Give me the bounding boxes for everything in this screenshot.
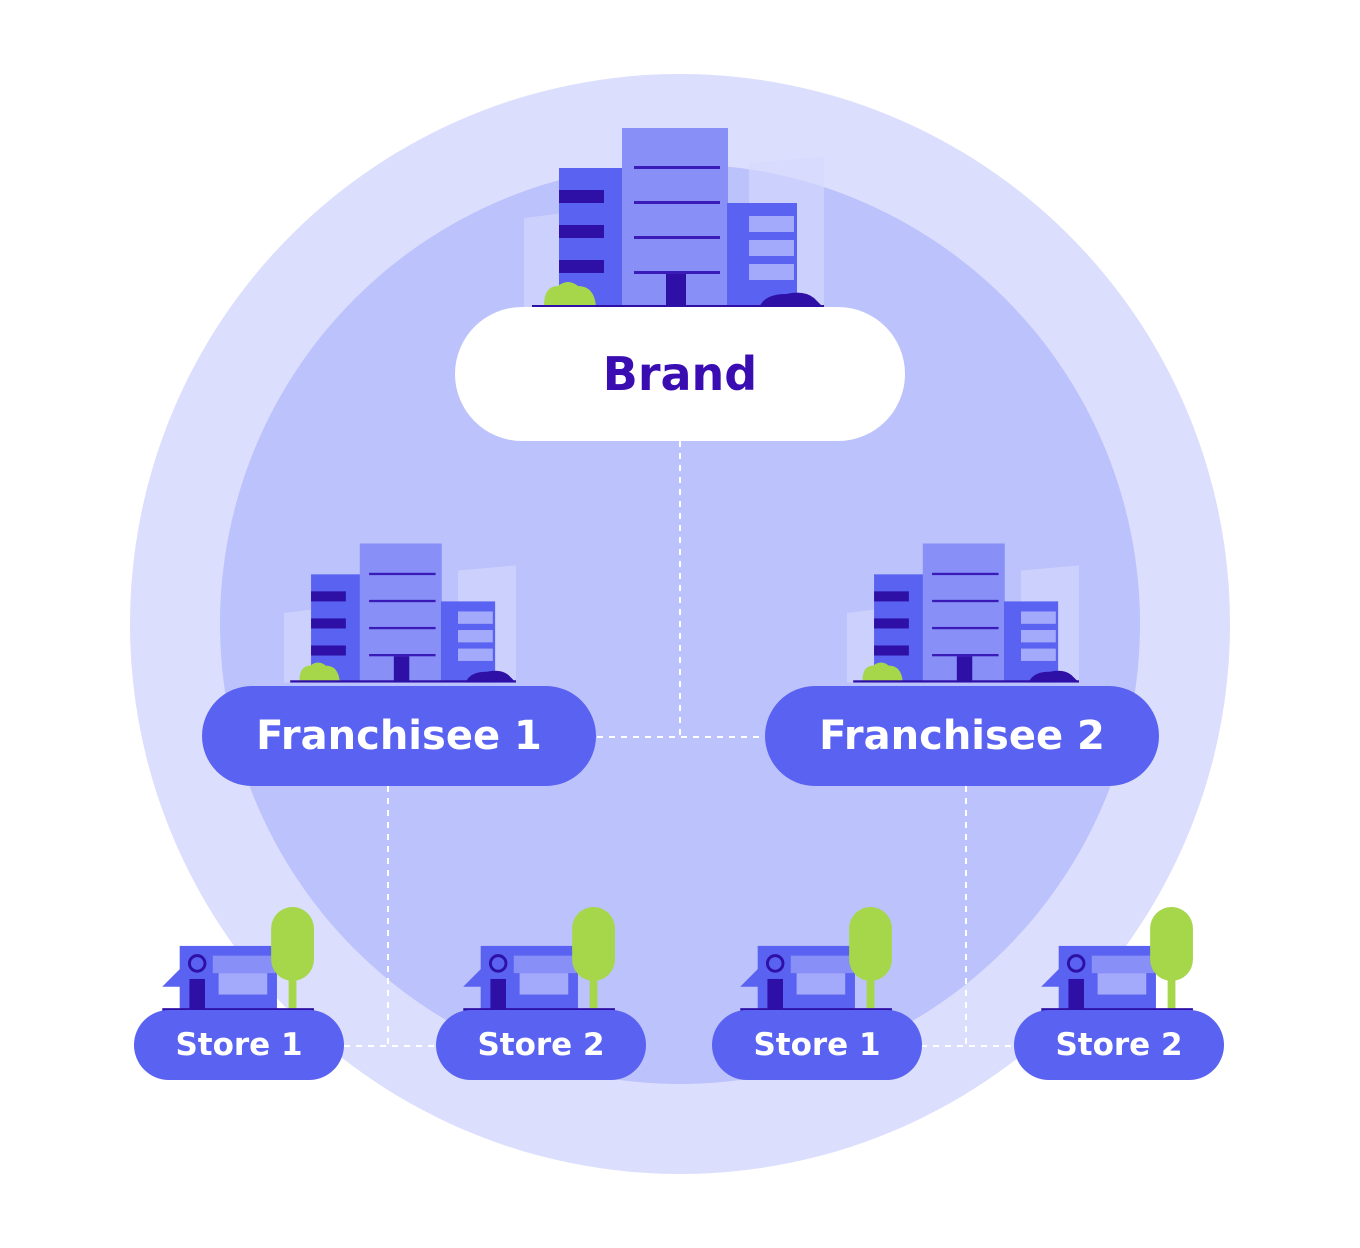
storefront-icon	[740, 907, 896, 1014]
franchisee-1-node: Franchisee 1	[202, 686, 596, 786]
store-node-franchisee-1-store-2: Store 2	[436, 1010, 646, 1080]
office-building-icon	[847, 543, 1079, 683]
storefront-icon	[162, 907, 318, 1014]
office-building-icon	[524, 128, 824, 308]
store-node-franchisee-1-store-1: Store 1	[134, 1010, 344, 1080]
store-node-franchisee-2-store-2: Store 2	[1014, 1010, 1224, 1080]
office-building-icon	[284, 543, 516, 683]
brand-node: Brand	[455, 307, 905, 441]
store-node-franchisee-2-store-1: Store 1	[712, 1010, 922, 1080]
franchisee-2-node: Franchisee 2	[765, 686, 1159, 786]
storefront-icon	[1041, 907, 1197, 1014]
storefront-icon	[463, 907, 619, 1014]
